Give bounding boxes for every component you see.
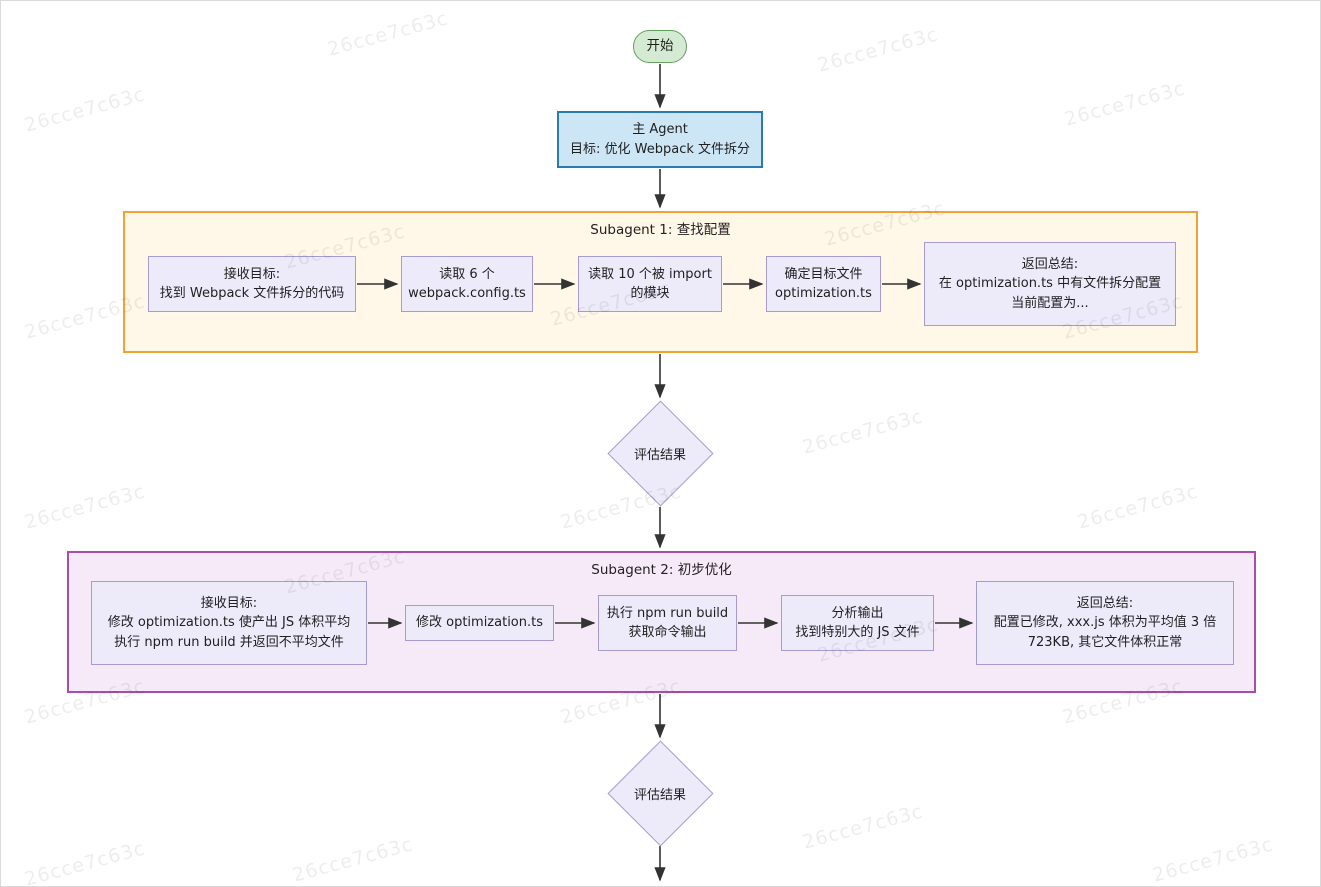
step-line: 返回总结:: [1021, 256, 1079, 272]
sub1-step-identify-target: 确定目标文件 optimization.ts: [766, 256, 881, 312]
step-line: optimization.ts: [775, 286, 872, 301]
step-line: 获取命令输出: [628, 625, 707, 640]
step-line: 找到 Webpack 文件拆分的代码: [159, 286, 345, 301]
watermark-text: 26cce7c63c: [815, 23, 941, 77]
step-line: webpack.config.ts: [408, 286, 526, 301]
step-line: 读取 6 个: [439, 266, 495, 282]
subagent1-title: Subagent 1: 查找配置: [590, 222, 731, 238]
decision2-node: 评估结果: [608, 741, 712, 845]
start-node: 开始: [633, 30, 687, 63]
step-line: 的模块: [630, 286, 670, 301]
step-line: 修改 optimization.ts: [415, 615, 544, 631]
main-agent-node: 主 Agent 目标: 优化 Webpack 文件拆分: [557, 111, 763, 168]
watermark-text: 26cce7c63c: [290, 833, 416, 887]
step-line: 配置已修改, xxx.js 体积为平均值 3 倍: [993, 615, 1217, 631]
step-line: 当前配置为...: [1011, 295, 1089, 311]
sub2-step-return-summary: 返回总结: 配置已修改, xxx.js 体积为平均值 3 倍 723KB, 其它…: [976, 581, 1234, 665]
decision1-node: 评估结果: [608, 401, 712, 505]
watermark-text: 26cce7c63c: [22, 837, 148, 887]
watermark-text: 26cce7c63c: [800, 800, 926, 854]
step-line: 找到特别大的 JS 文件: [795, 625, 920, 640]
subagent2-title: Subagent 2: 初步优化: [591, 562, 732, 578]
sub1-step-read-imports: 读取 10 个被 import 的模块: [578, 256, 722, 312]
step-line: 分析输出: [831, 605, 884, 621]
step-line: 执行 npm run build 并返回不平均文件: [114, 634, 344, 650]
sub1-step-read-configs: 读取 6 个 webpack.config.ts: [401, 256, 533, 312]
step-line: 读取 10 个被 import: [588, 266, 712, 282]
decision1-label: 评估结果: [633, 447, 686, 463]
sub2-step-receive-goal: 接收目标: 修改 optimization.ts 使产出 JS 体积平均 执行 …: [91, 581, 367, 665]
sub2-step-modify-config: 修改 optimization.ts: [405, 605, 554, 641]
watermark-text: 26cce7c63c: [1075, 480, 1201, 534]
decision2-label: 评估结果: [633, 787, 686, 803]
step-line: 723KB, 其它文件体积正常: [1027, 634, 1183, 650]
step-line: 在 optimization.ts 中有文件拆分配置: [938, 276, 1162, 292]
watermark-text: 26cce7c63c: [1150, 833, 1276, 887]
watermark-text: 26cce7c63c: [1062, 77, 1188, 131]
sub2-step-analyze-output: 分析输出 找到特别大的 JS 文件: [781, 595, 934, 651]
sub2-step-run-build: 执行 npm run build 获取命令输出: [598, 595, 737, 651]
sub1-step-receive-goal: 接收目标: 找到 Webpack 文件拆分的代码: [148, 256, 356, 312]
step-line: 接收目标:: [200, 595, 258, 611]
watermark-text: 26cce7c63c: [325, 7, 451, 61]
main-agent-title: 主 Agent: [632, 122, 688, 137]
step-line: 接收目标:: [223, 266, 281, 282]
watermark-text: 26cce7c63c: [800, 405, 926, 459]
step-line: 修改 optimization.ts 使产出 JS 体积平均: [107, 615, 351, 631]
watermark-text: 26cce7c63c: [22, 83, 148, 137]
main-agent-goal: 目标: 优化 Webpack 文件拆分: [569, 141, 750, 157]
sub1-step-return-summary: 返回总结: 在 optimization.ts 中有文件拆分配置 当前配置为..…: [924, 242, 1176, 326]
watermark-text: 26cce7c63c: [22, 480, 148, 534]
step-line: 执行 npm run build: [606, 605, 729, 621]
step-line: 确定目标文件: [784, 266, 863, 282]
start-label: 开始: [646, 38, 674, 55]
step-line: 返回总结:: [1076, 595, 1134, 611]
